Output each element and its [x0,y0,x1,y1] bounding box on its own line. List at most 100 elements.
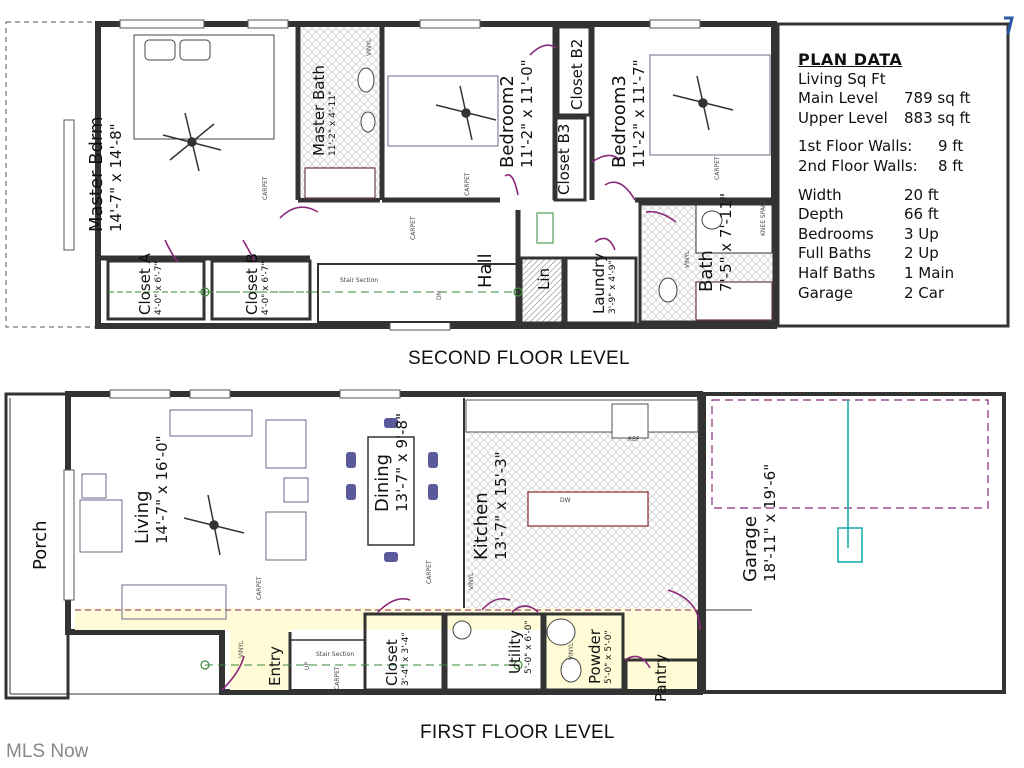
room-closet-b3: Closet B3 [555,123,573,195]
room-garage: Garage 18'-11" x 19'-6" [740,464,779,582]
room-closet: Closet 3'-4" x 3'-4" [383,632,411,686]
room-dims: 5'-0" x 5'-0" [604,630,614,684]
room-name: Garage [740,516,761,582]
floor-material-label: CARPET [426,560,433,584]
room-name: Bedroom3 [609,75,630,168]
room-entry: Entry [266,646,284,686]
floor-material-label: CARPET [262,176,269,200]
plan-data-table: PLAN DATA Living Sq Ft Main Level 789 sq… [798,50,1013,303]
room-laundry: Laundry 3'-9" x 4'-9" [590,253,618,314]
first-floor-walls-label: 1st Floor Walls: [798,137,913,156]
room-name: Closet B [243,253,261,315]
refrigerator-label: REF [628,436,640,443]
room-master-bdrm: Master Bdrm 14'-7" x 14'-8" [86,116,125,232]
main-level-row: Main Level 789 sq ft [798,89,1013,109]
second-floor-caption: SECOND FLOOR LEVEL [408,348,630,369]
full-baths-row: Full Baths 2 Up [798,244,1013,264]
room-name: Powder [586,629,604,684]
half-baths-value: 1 Main [904,263,955,282]
upper-level-row: Upper Level 883 sq ft [798,109,1013,129]
plan-data-title: PLAN DATA [798,50,903,69]
room-name: Master Bath [310,65,328,156]
second-floor-plan [5,16,1014,331]
room-porch: Porch [30,520,51,570]
room-pantry: Pantry [652,654,670,702]
garage-value: 2 Car [904,283,945,302]
room-name: Dining [372,453,393,512]
room-name: Bedroom2 [497,75,518,168]
half-baths-label: Half Baths [798,263,876,282]
room-bath: Bath 7'-5" x 7'-11" [696,193,735,292]
room-dims: 7'-5" x 7'-11" [717,192,735,292]
room-dims: 4'-0" x 6'-7" [154,261,164,315]
ceiling-fan-icon [672,75,734,131]
width-value: 20 ft [904,185,939,204]
bedrooms-value: 3 Up [904,224,939,243]
room-name: Kitchen [471,492,492,560]
room-dims: 18'-11" x 19'-6" [761,463,779,582]
first-floor-caption: FIRST FLOOR LEVEL [420,722,615,743]
room-dims: 13'-7" x 9'-8" [393,412,411,512]
room-bedroom3: Bedroom3 11'-2" x 11'-7" [609,59,648,168]
room-name: Utility [506,629,524,674]
bedrooms-label: Bedrooms [798,224,874,243]
full-baths-label: Full Baths [798,244,872,263]
width-row: Width 20 ft [798,186,1013,206]
floor-material-label: CARPET [464,172,471,196]
stair-direction-label: DN [436,290,443,300]
floor-material-label: CARPET [714,156,721,180]
upper-level-value: 883 sq ft [904,108,971,127]
dishwasher-label: DW [560,497,571,504]
stair-direction-label: UP [304,661,311,670]
floor-material-label: CARPET [256,576,263,600]
room-name: Living [132,490,153,544]
room-dims: 13'-7" x 15'-3" [492,451,510,560]
room-name: Laundry [590,252,608,314]
stair-section-label: Stair Section [340,277,379,284]
floor-material-label: VINYL [366,38,373,56]
room-closet-a: Closet A 4'-0" x 6'-7" [136,253,164,315]
first-floor-walls-row: 1st Floor Walls: 9 ft [798,137,1013,157]
depth-label: Depth [798,205,844,224]
room-hall: Hall [475,253,496,288]
watermark: MLS Now [6,741,89,762]
floor-material-label: VINYL [238,640,245,658]
room-dims: 11'-2" x 4'-11" [328,90,338,156]
garage-label: Garage [798,283,853,302]
room-name: Bath [696,250,717,292]
floor-material-label: VINYL [568,642,575,660]
ceiling-fan-icon [435,85,497,141]
floor-material-label: VINYL [684,250,691,268]
room-name: Closet [383,639,401,686]
width-label: Width [798,185,842,204]
room-dims: 14'-7" x 14'-8" [107,123,125,232]
floor-material-label: CARPET [334,666,341,690]
depth-row: Depth 66 ft [798,205,1013,225]
room-bedroom2: Bedroom2 11'-2" x 11'-0" [497,59,536,168]
room-dims: 3'-4" x 3'-4" [401,632,411,686]
half-baths-row: Half Baths 1 Main [798,264,1013,284]
full-baths-value: 2 Up [904,244,939,263]
main-level-value: 789 sq ft [904,89,971,108]
living-sq-ft-label: Living Sq Ft [798,69,886,88]
main-level-label: Main Level [798,89,879,108]
knee-space-label: KNEE SPACE [760,199,767,236]
room-dims: 11'-2" x 11'-0" [518,59,536,168]
room-dims: 3'-9" x 4'-9" [608,260,618,314]
bedrooms-row: Bedrooms 3 Up [798,225,1013,245]
garage-row: Garage 2 Car [798,284,1013,304]
second-floor-walls-row: 2nd Floor Walls: 8 ft [798,157,1013,177]
room-name: Master Bdrm [86,116,107,232]
room-dims: 4'-0" x 6'-7" [261,261,271,315]
room-dims: 11'-2" x 11'-7" [630,59,648,168]
room-utility: Utility 5'-0" x 6'-0" [506,620,534,674]
room-name: Closet A [136,253,154,315]
first-floor-plan [4,389,1006,700]
stair-section-label: Stair Section [316,651,355,658]
room-closet-b2: Closet B2 [568,38,586,110]
room-powder: Powder 5'-0" x 5'-0" [586,629,614,684]
ceiling-fan-icon [162,112,222,172]
floor-material-label: VINYL [468,572,475,590]
second-floor-walls-label: 2nd Floor Walls: [798,156,918,175]
